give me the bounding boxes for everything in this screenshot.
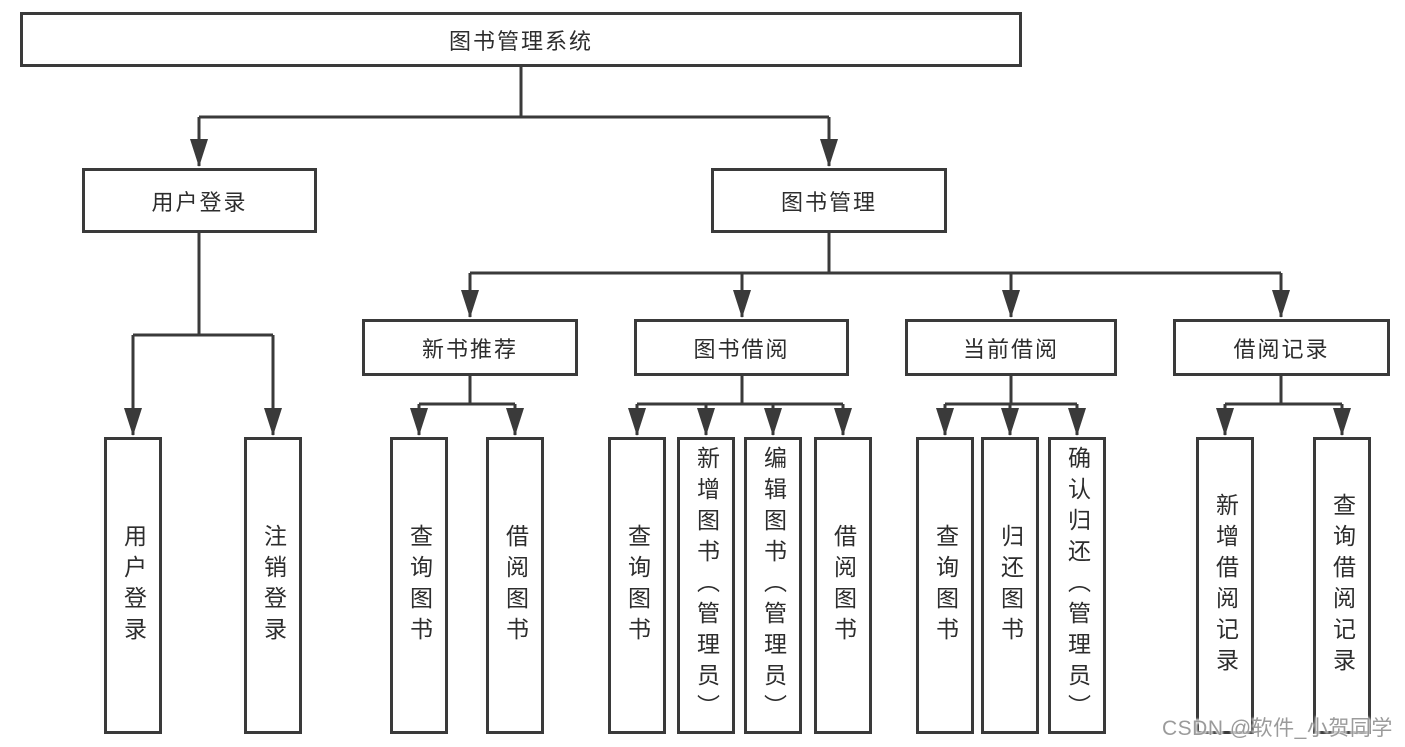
leaf-bb-borrow-books-label: 借阅图书	[830, 523, 857, 648]
node-book-management: 图书管理	[711, 168, 947, 233]
leaf-nb-query-books-label: 查询图书	[406, 523, 433, 648]
leaf-nb-borrow-books-label: 借阅图书	[502, 523, 529, 648]
leaf-logout-login-label: 注销登录	[260, 523, 287, 648]
connector-borrowing-records-trunk	[1225, 376, 1342, 406]
node-book-borrowing: 图书借阅	[634, 319, 849, 376]
leaf-br-add-record-label: 新增借阅记录	[1212, 492, 1239, 679]
leaf-cb-query-books-label: 查询图书	[932, 523, 959, 648]
leaf-br-query-record: 查询借阅记录	[1313, 437, 1371, 734]
connector-user-login-trunk	[133, 233, 273, 337]
node-new-book-recommend-label: 新书推荐	[421, 336, 518, 362]
connector-new-book-trunk	[419, 376, 515, 406]
node-root-label: 图书管理系统	[448, 28, 593, 54]
leaf-cb-return-books: 归还图书	[981, 437, 1039, 734]
leaf-logout-login: 注销登录	[244, 437, 302, 734]
leaf-bb-borrow-books: 借阅图书	[814, 437, 872, 734]
leaf-bb-query-books-label: 查询图书	[624, 523, 651, 648]
leaf-bb-query-books: 查询图书	[608, 437, 666, 734]
leaf-br-query-record-label: 查询借阅记录	[1329, 492, 1356, 679]
leaf-user-login-label: 用户登录	[120, 523, 147, 648]
leaf-cb-confirm-return: 确认归还（管理员）	[1048, 437, 1106, 734]
node-user-login: 用户登录	[82, 168, 317, 233]
leaf-bb-add-books: 新增图书（管理员）	[677, 437, 735, 734]
leaf-bb-add-books-label: 新增图书（管理员）	[693, 446, 720, 725]
leaf-nb-borrow-books: 借阅图书	[486, 437, 544, 734]
connector-book-borrowing-trunk	[637, 376, 843, 406]
node-current-borrowing-label: 当前借阅	[962, 336, 1059, 362]
leaf-cb-query-books: 查询图书	[916, 437, 974, 734]
node-root: 图书管理系统	[20, 12, 1022, 67]
node-new-book-recommend: 新书推荐	[362, 319, 578, 376]
leaf-nb-query-books: 查询图书	[390, 437, 448, 734]
connector-current-borrowing-trunk	[945, 376, 1077, 406]
leaf-bb-edit-books: 编辑图书（管理员）	[744, 437, 802, 734]
connector-book-management-trunk	[470, 233, 1281, 275]
node-book-management-label: 图书管理	[780, 189, 877, 215]
node-book-borrowing-label: 图书借阅	[693, 336, 790, 362]
node-current-borrowing: 当前借阅	[905, 319, 1117, 376]
leaf-user-login: 用户登录	[104, 437, 162, 734]
leaf-br-add-record: 新增借阅记录	[1196, 437, 1254, 734]
connector-root-trunk	[199, 67, 829, 119]
node-borrowing-records-label: 借阅记录	[1233, 336, 1330, 362]
csdn-watermark: CSDN @软件_小贺同学	[1162, 717, 1393, 740]
leaf-bb-edit-books-label: 编辑图书（管理员）	[760, 446, 787, 725]
node-borrowing-records: 借阅记录	[1173, 319, 1390, 376]
leaf-cb-confirm-return-label: 确认归还（管理员）	[1064, 446, 1091, 725]
node-user-login-label: 用户登录	[151, 189, 248, 215]
leaf-cb-return-books-label: 归还图书	[997, 523, 1024, 648]
